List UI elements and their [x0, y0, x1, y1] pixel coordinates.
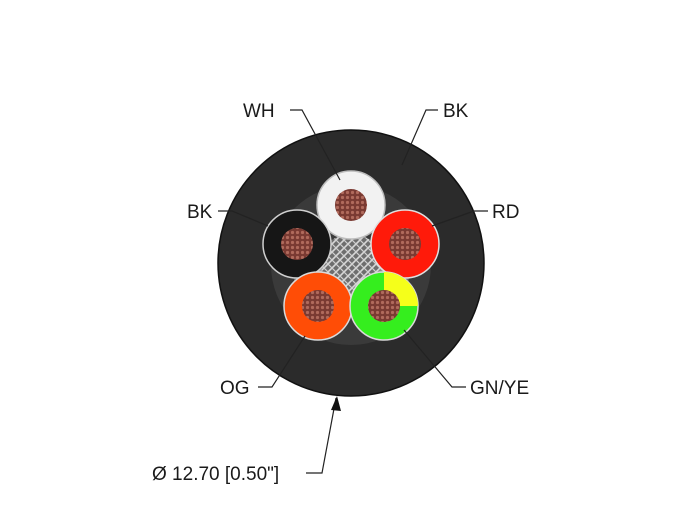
leader-gnye [403, 329, 466, 388]
label-rd: RD [492, 202, 519, 223]
leader-og [258, 335, 306, 388]
label-wh: WH [243, 101, 275, 122]
copper-strands [335, 189, 367, 221]
label-bk-jacket: BK [443, 101, 469, 122]
conductor-orange [283, 271, 353, 341]
copper-strands [302, 290, 334, 322]
conductor-green-yellow [349, 271, 419, 341]
label-diameter: Ø 12.70 [0.50"] [152, 464, 279, 485]
copper-strands [281, 228, 313, 260]
copper-strands [389, 228, 421, 260]
conductor-white [316, 170, 386, 240]
conductor-red [370, 209, 440, 279]
leader-bk-jacket [401, 109, 438, 166]
label-bk-conductor: BK [187, 202, 213, 223]
label-gnye: GN/YE [470, 378, 529, 399]
diameter-arrowhead [331, 396, 341, 411]
label-og: OG [220, 378, 250, 399]
leader-rd [431, 210, 488, 227]
conductor-black [262, 209, 332, 279]
diameter-leader [306, 397, 337, 474]
leader-bk-conductor [218, 210, 269, 227]
leader-wh [290, 109, 341, 181]
copper-strands [368, 290, 400, 322]
